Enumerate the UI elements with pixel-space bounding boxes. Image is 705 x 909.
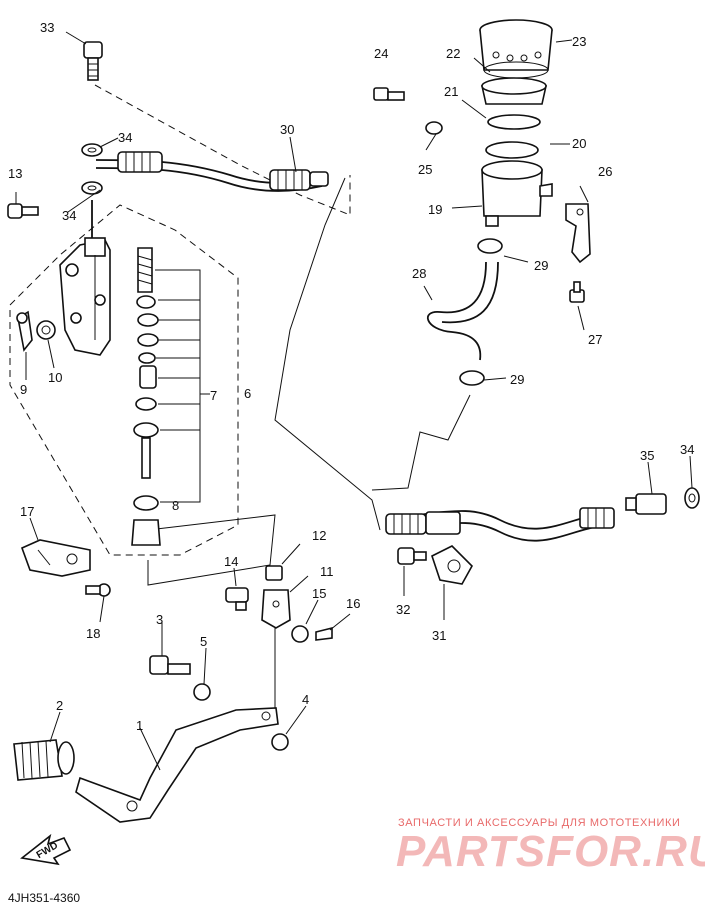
washer-5-icon [193,683,211,701]
callout-12: 12 [312,528,326,543]
callout-13: 13 [8,166,22,181]
clevis-11-icon [261,589,291,629]
callout-2: 2 [56,698,63,713]
union-bolt-35-icon [625,493,667,515]
footrest-rubber-2-icon [13,739,75,781]
link-line-rod-pedal [147,514,276,586]
drawing-code: 4JH351-4360 [8,891,80,905]
reservoir-hose-28-icon [426,261,499,361]
callout-1: 1 [136,718,143,733]
callout-28: 28 [412,266,426,281]
washer-4-icon [271,733,289,751]
callout-31: 31 [432,628,446,643]
callout-27: 27 [588,332,602,347]
assembly-boundary-hose [94,84,351,216]
callout-10: 10 [48,370,62,385]
assembly-boundary-master-cylinder [9,204,239,556]
link-line-hose-clamp [371,394,471,491]
link-line-reservoir-hose [274,177,381,531]
bolt-3-icon [149,655,191,675]
bracket-17-icon [20,539,91,577]
cotter-pin-16-icon [315,626,333,641]
callout-17: 17 [20,504,34,519]
clip-29-upper-icon [477,238,503,254]
washer-34-right-icon [684,487,700,509]
callout-11: 11 [320,564,334,579]
callout-23: 23 [572,34,586,49]
oring-25-icon [425,121,443,135]
callout-21: 21 [444,84,458,99]
washer-34-lower-icon [81,181,103,195]
callout-6: 6 [244,386,251,401]
callout-34: 34 [680,442,694,457]
callout-19: 19 [428,202,442,217]
clip-29-lower-icon [459,370,485,386]
watermark-logo: PARTSFOR.RU [396,827,705,876]
callout-29: 29 [534,258,548,273]
callout-35: 35 [640,448,654,463]
clamp-31-icon [431,545,473,585]
bracket-26-icon [565,203,591,264]
callout-14: 14 [224,554,238,569]
washer-34-upper-icon [81,143,103,157]
reservoir-tank-19-icon [481,160,553,227]
bolt-33-icon [83,41,103,81]
callout-9: 9 [20,382,27,397]
callout-30: 30 [280,122,294,137]
nut-12-icon [265,565,283,581]
bolt-18-icon [85,583,111,597]
callout-22: 22 [446,46,460,61]
callout-3: 3 [156,612,163,627]
callout-33: 33 [40,20,54,35]
callout-7: 7 [210,388,217,403]
watermark-tagline: ЗАПЧАСТИ И АКСЕССУАРЫ ДЛЯ МОТОТЕХНИКИ [398,817,680,829]
bolt-27-icon [569,281,585,303]
washer-15-icon [291,625,309,643]
callout-24: 24 [374,46,388,61]
callout-5: 5 [200,634,207,649]
callout-32: 32 [396,602,410,617]
reservoir-cap-22-icon [481,77,547,105]
callout-20: 20 [572,136,586,151]
brake-pedal-1-icon [75,707,279,823]
pin-14-icon [225,587,249,611]
callout-34: 34 [118,130,132,145]
callout-18: 18 [86,626,100,641]
pin-9-icon [16,310,33,352]
callout-26: 26 [598,164,612,179]
brake-pipe-icon [385,507,615,542]
master-cylinder-body-icon [59,237,111,356]
piston-kit-icon [131,247,161,546]
callout-15: 15 [312,586,326,601]
reservoir-cap-23-icon [479,19,553,79]
bolt-24-icon [373,87,405,101]
bolt-13-icon [7,203,39,219]
diaphragm-21-icon [487,114,541,130]
bolt-32-icon [397,547,427,565]
nut-10-icon [36,320,56,340]
callout-29: 29 [510,372,524,387]
brake-hose-30-icon [95,151,329,192]
callout-4: 4 [302,692,309,707]
callout-34: 34 [62,208,76,223]
callout-25: 25 [418,162,432,177]
fwd-arrow-icon [20,833,72,866]
callout-8: 8 [172,498,179,513]
diaphragm-plate-20-icon [485,141,539,159]
callout-16: 16 [346,596,360,611]
